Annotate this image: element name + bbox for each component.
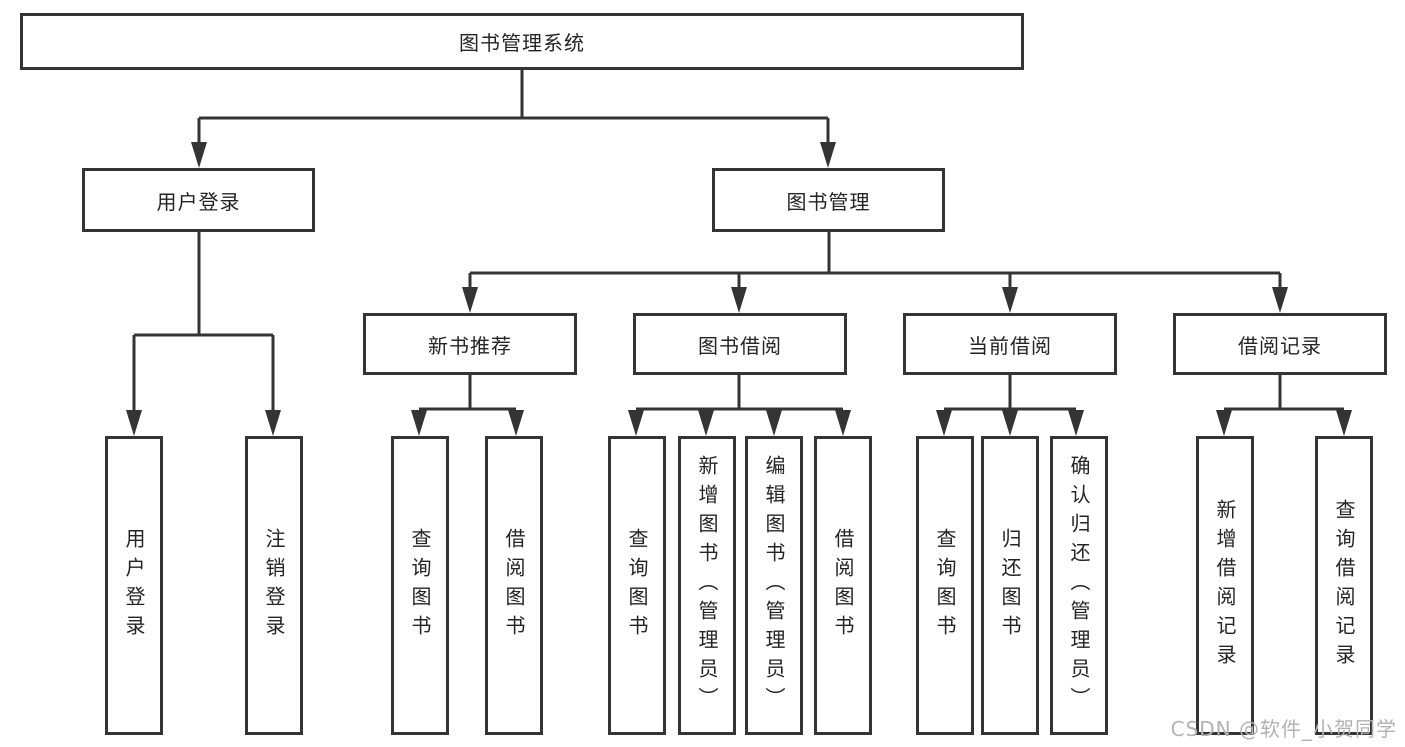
node-query-books-recommend-label: 查询图书 <box>408 527 432 644</box>
node-add-book-admin: 新增图书（管理员） <box>678 436 736 735</box>
node-add-borrow-record: 新增借阅记录 <box>1196 436 1254 735</box>
node-query-books-current: 查询图书 <box>916 436 974 735</box>
node-user-login-leaf-label: 用户登录 <box>122 527 146 644</box>
node-user-login-branch: 用户登录 <box>82 168 315 232</box>
node-query-books-borrow: 查询图书 <box>608 436 666 735</box>
arrowheads <box>126 142 1352 436</box>
node-query-borrow-record-label: 查询借阅记录 <box>1332 498 1356 673</box>
node-add-borrow-record-label: 新增借阅记录 <box>1213 498 1237 673</box>
node-return-book-label: 归还图书 <box>998 527 1022 644</box>
node-book-management-branch-label: 图书管理 <box>786 189 871 214</box>
node-current-borrow: 当前借阅 <box>903 313 1117 375</box>
node-edit-book-admin: 编辑图书（管理员） <box>745 436 803 735</box>
node-borrow-books-leaf-label: 借阅图书 <box>831 527 855 644</box>
tree-edges <box>132 68 1344 416</box>
node-query-books-current-label: 查询图书 <box>933 527 957 644</box>
node-logout-leaf: 注销登录 <box>245 436 303 735</box>
node-user-login-branch-label: 用户登录 <box>156 189 241 214</box>
node-root: 图书管理系统 <box>20 13 1024 70</box>
node-logout-leaf-label: 注销登录 <box>262 527 286 644</box>
node-query-books-recommend: 查询图书 <box>391 436 449 735</box>
node-current-borrow-label: 当前借阅 <box>968 333 1052 358</box>
node-root-label: 图书管理系统 <box>459 31 585 55</box>
node-add-book-admin-label: 新增图书（管理员） <box>695 455 719 716</box>
node-book-borrow-label: 图书借阅 <box>698 333 782 358</box>
node-query-borrow-record: 查询借阅记录 <box>1315 436 1373 735</box>
node-borrow-books-leaf: 借阅图书 <box>814 436 872 735</box>
node-return-book: 归还图书 <box>981 436 1039 735</box>
node-borrow-records-label: 借阅记录 <box>1238 333 1322 358</box>
node-new-book-recommend-label: 新书推荐 <box>428 333 512 358</box>
node-user-login-leaf: 用户登录 <box>105 436 163 735</box>
node-book-borrow: 图书借阅 <box>633 313 847 375</box>
node-edit-book-admin-label: 编辑图书（管理员） <box>762 455 786 716</box>
node-query-books-borrow-label: 查询图书 <box>625 527 649 644</box>
node-confirm-return-admin: 确认归还（管理员） <box>1050 436 1108 735</box>
node-borrow-books-recommend: 借阅图书 <box>485 436 543 735</box>
node-borrow-records: 借阅记录 <box>1173 313 1387 375</box>
node-borrow-books-recommend-label: 借阅图书 <box>502 527 526 644</box>
node-new-book-recommend: 新书推荐 <box>363 313 577 375</box>
node-book-management-branch: 图书管理 <box>712 168 945 232</box>
node-confirm-return-admin-label: 确认归还（管理员） <box>1067 455 1091 716</box>
